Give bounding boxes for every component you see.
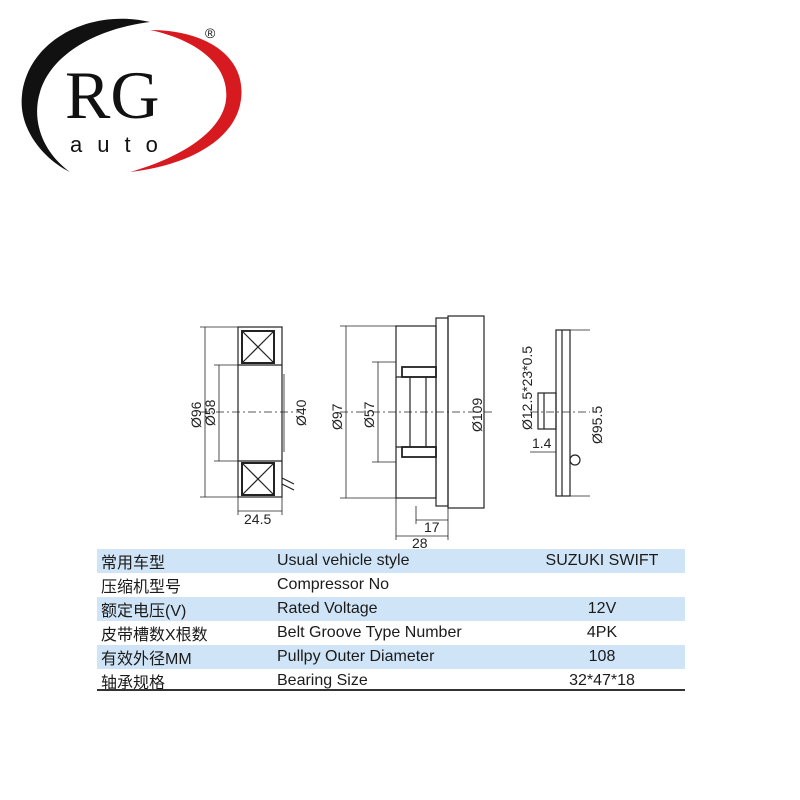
spec-label-cn: 皮带槽数X根数 [97, 621, 273, 645]
spec-label-en: Rated Voltage [273, 597, 519, 621]
spec-label-en: Pullpy Outer Diameter [273, 645, 519, 669]
dim-view2-id: Ø57 [361, 401, 377, 428]
spec-label-cn: 压缩机型号 [97, 573, 273, 597]
dim-view2-groove-width: 17 [424, 519, 440, 535]
technical-drawings: Ø96 Ø58 Ø40 24.5 Ø97 Ø57 [188, 315, 605, 550]
dim-view1-width: 24.5 [244, 511, 271, 527]
spec-label-cn: 常用车型 [97, 549, 273, 573]
view2-groove-lower [401, 446, 437, 458]
spec-label-en: Usual vehicle style [273, 549, 519, 573]
spec-value: 108 [519, 645, 685, 669]
logo-black-swoosh [21, 18, 151, 172]
spec-value: SUZUKI SWIFT [519, 549, 685, 573]
rg-auto-logo: RG auto ® [21, 18, 242, 172]
dim-view2-pulley: Ø109 [469, 398, 485, 432]
dim-view1-od: Ø96 [188, 401, 204, 428]
dim-view1-id: Ø58 [202, 399, 218, 426]
view3-hub [537, 392, 557, 430]
view1-lower-coil [241, 462, 275, 496]
dim-view2-total-width: 28 [412, 535, 428, 550]
view3-plate [555, 329, 571, 497]
logo-letters: RG [65, 57, 159, 133]
spec-value [519, 573, 685, 597]
spec-table-bottom-rule [97, 689, 685, 691]
spec-value: 4PK [519, 621, 685, 645]
spec-label-en: Belt Groove Type Number [273, 621, 519, 645]
logo-registered-mark: ® [205, 25, 216, 41]
spec-label-cn: 额定电压(V) [97, 597, 273, 621]
spec-value: 12V [519, 597, 685, 621]
logo-subtext: auto [70, 132, 173, 157]
dim-view2-od: Ø97 [329, 403, 345, 430]
drawing-view-3 [530, 329, 590, 497]
spec-label-cn: 有效外径MM [97, 645, 273, 669]
dim-view3-od: Ø95.5 [589, 406, 605, 444]
view3-rivet [569, 454, 581, 466]
view1-upper-coil [241, 330, 275, 364]
spec-label-en: Compressor No [273, 573, 519, 597]
logo-red-swoosh [130, 30, 242, 172]
dim-view1-bore: Ø40 [293, 399, 309, 426]
dim-view3-thickness: 1.4 [532, 435, 552, 451]
drawing-view-2 [340, 315, 492, 540]
view2-groove-upper [401, 366, 437, 378]
drawing-view-1 [200, 326, 300, 515]
dim-view3-spline: Ø12.5*23*0.5 [519, 346, 535, 430]
